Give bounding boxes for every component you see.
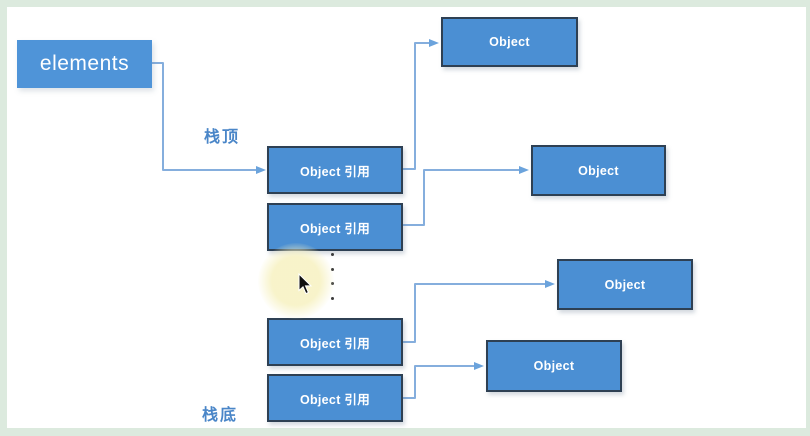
ellipsis-dot: · — [331, 267, 334, 271]
object-ref-node-4: Object 引用 — [267, 374, 403, 422]
object-node-1: Object — [441, 17, 578, 67]
elements-node: elements — [17, 40, 152, 88]
stack-bottom-label: 栈底 — [202, 407, 239, 424]
stack-top-label: 栈顶 — [204, 129, 241, 146]
object-node-4: Object — [486, 340, 622, 392]
elements-node-label: elements — [39, 52, 130, 75]
object-node-3-label: Object — [604, 277, 646, 292]
object-node-3: Object — [557, 259, 693, 310]
ellipsis-dot: · — [331, 296, 334, 300]
object-ref-node-4-label: Object 引用 — [299, 392, 371, 407]
object-node-4-label: Object — [533, 359, 575, 373]
object-node-2-label: Object — [578, 163, 619, 178]
object-node-1-label: Object — [489, 35, 530, 49]
object-ref-node-2-label: Object 引用 — [299, 221, 371, 236]
ellipsis-dot: · — [331, 282, 334, 285]
ellipsis-dots: · · · · — [331, 253, 334, 300]
object-ref-node-1: Object 引用 — [267, 146, 403, 194]
object-node-2: Object — [531, 145, 666, 196]
ellipsis-dot: · — [331, 253, 334, 256]
object-ref-node-1-label: Object 引用 — [299, 164, 371, 179]
object-ref-node-3-label: Object 引用 — [299, 336, 371, 351]
object-ref-node-3: Object 引用 — [267, 318, 403, 366]
object-ref-node-2: Object 引用 — [267, 203, 403, 251]
